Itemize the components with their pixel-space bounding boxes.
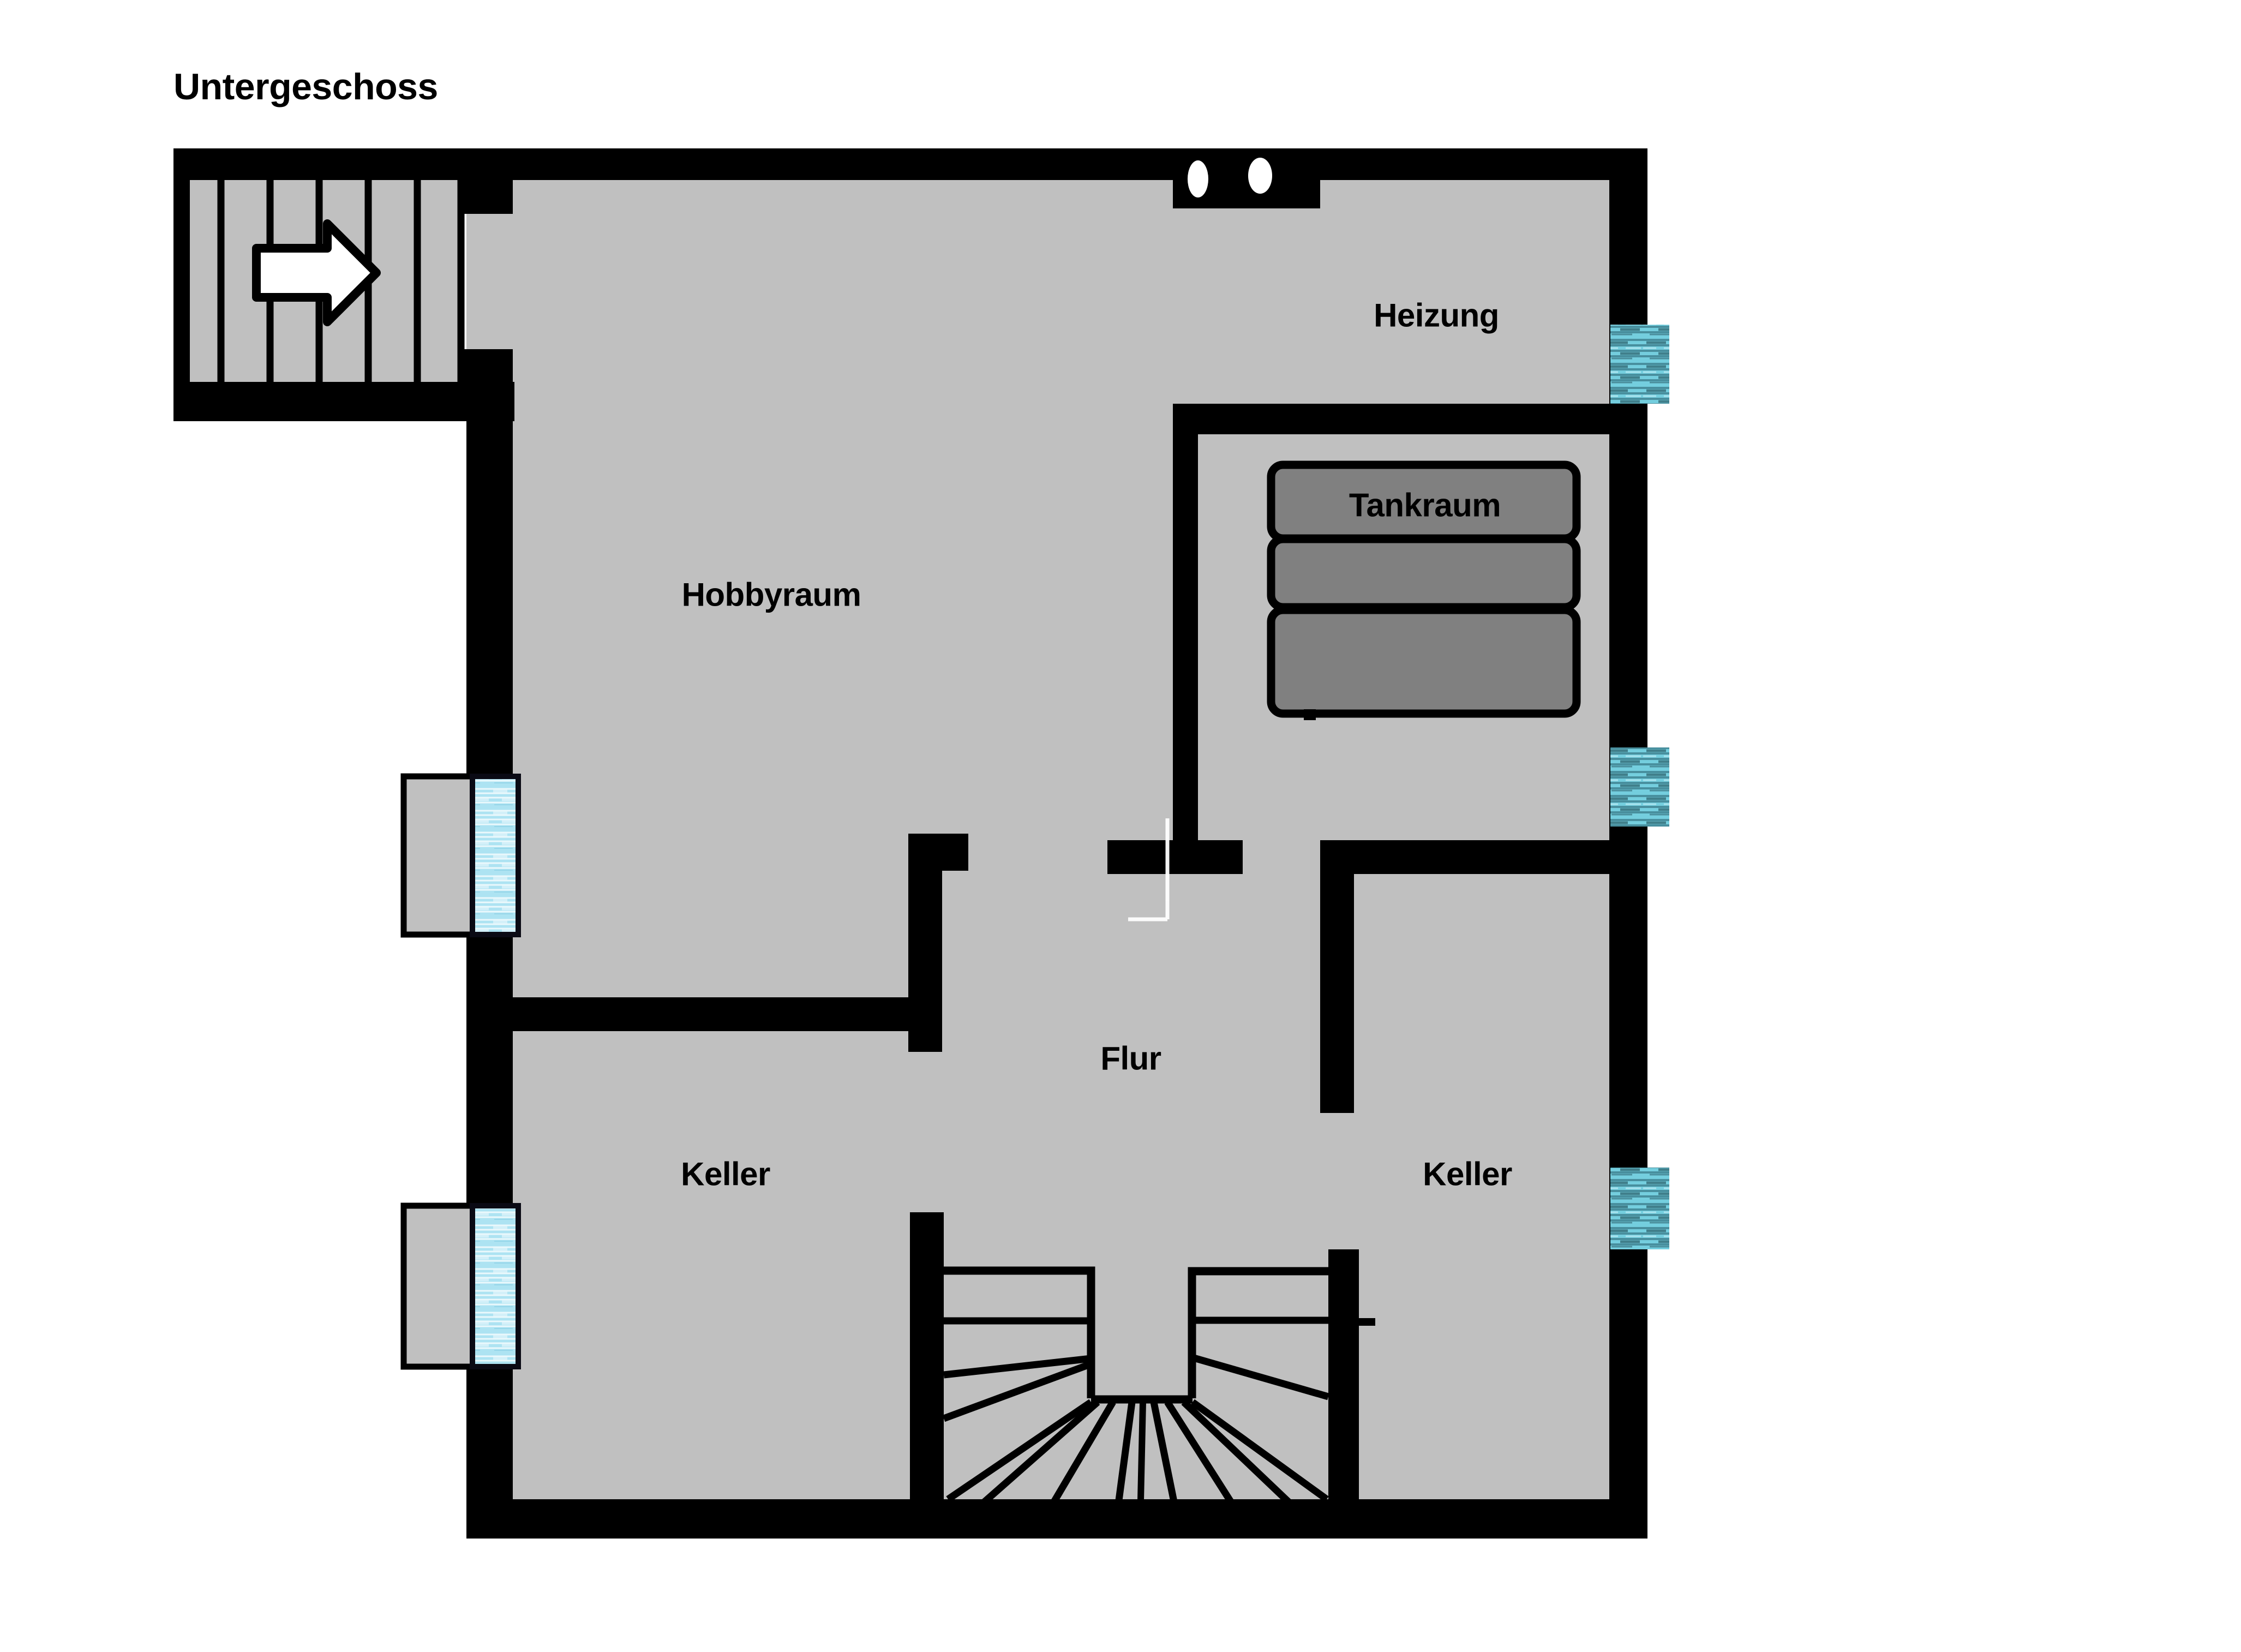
room-label-heizung: Heizung	[1374, 297, 1499, 334]
wall-entry-bottom	[173, 382, 514, 421]
stair-winder-3	[1039, 1400, 1116, 1524]
oil-tank-outlet	[1304, 709, 1316, 720]
main-staircase	[942, 1266, 1329, 1525]
light-well-left-2	[400, 1202, 481, 1370]
wall-entry-left	[173, 148, 190, 383]
wall-stair-right	[1328, 1249, 1359, 1539]
stair-winder-5	[1150, 1401, 1182, 1524]
stair-winder-center	[1137, 1402, 1146, 1525]
window-right-2	[1610, 747, 1669, 827]
stair-left-stringer	[944, 1266, 1095, 1398]
window-left-1	[470, 774, 521, 937]
door-swing-flur	[1128, 818, 1170, 921]
floor-fills	[173, 180, 1609, 1499]
wall-hobby-keller-horizontal	[505, 997, 942, 1031]
stair-tread-L3	[942, 1360, 1093, 1422]
wall-tankraum-bottom-stub	[1173, 840, 1243, 874]
ceiling-opening-1	[1188, 160, 1208, 197]
wall-exterior-bottom	[466, 1499, 1647, 1539]
wall-stair-left	[910, 1212, 944, 1539]
wall-hobby-keller-nub	[908, 834, 968, 871]
wall-exterior-top	[513, 148, 1647, 180]
direction-arrow	[252, 219, 381, 326]
stair-winder-1	[946, 1399, 1093, 1503]
wall-stair-right-nub	[1359, 1318, 1375, 1326]
entrance-stair	[217, 180, 465, 382]
room-label-flur: Flur	[1100, 1040, 1161, 1077]
room-label-keller-left: Keller	[681, 1156, 770, 1193]
stair-winder-4	[1112, 1402, 1136, 1525]
stair-winder-8	[1190, 1399, 1329, 1503]
room-label-hobbyraum: Hobbyraum	[681, 576, 861, 613]
oil-tank-3	[1267, 606, 1581, 718]
light-well-left-1	[400, 773, 481, 938]
wall-keller-right-top	[1320, 840, 1615, 874]
ceiling-openings	[1188, 158, 1272, 197]
basement-windows-right	[1610, 325, 1669, 1249]
wall-entry-jamb-top	[463, 148, 513, 214]
stair-winder-2	[971, 1399, 1100, 1514]
wall-keller-right-vertical	[1320, 840, 1354, 1113]
oil-tank-2	[1267, 535, 1581, 612]
wall-tankraum-left	[1173, 404, 1198, 840]
stair-winder-7	[1181, 1399, 1301, 1514]
room-label-keller-right: Keller	[1423, 1156, 1512, 1193]
room-label-tankraum: Tankraum	[1349, 487, 1501, 524]
stair-winder-6	[1164, 1400, 1247, 1524]
window-right-3	[1610, 1168, 1669, 1249]
oil-tanks	[1267, 460, 1581, 720]
stair-tread-L2	[943, 1355, 1092, 1379]
page-title: Untergeschoss	[173, 66, 438, 107]
stair-tread-R2	[1191, 1354, 1329, 1400]
window-left-2	[470, 1203, 521, 1369]
window-right-1	[1610, 325, 1669, 404]
ceiling-opening-2	[1248, 158, 1272, 194]
wall-flur-door-jamb	[1107, 840, 1173, 874]
basement-windows-left	[400, 773, 521, 1370]
main-floor	[513, 180, 1609, 1499]
stair-right-stringer	[1188, 1267, 1328, 1398]
wall-tankraum-top	[1173, 404, 1609, 434]
wall-entry-top	[173, 148, 463, 180]
